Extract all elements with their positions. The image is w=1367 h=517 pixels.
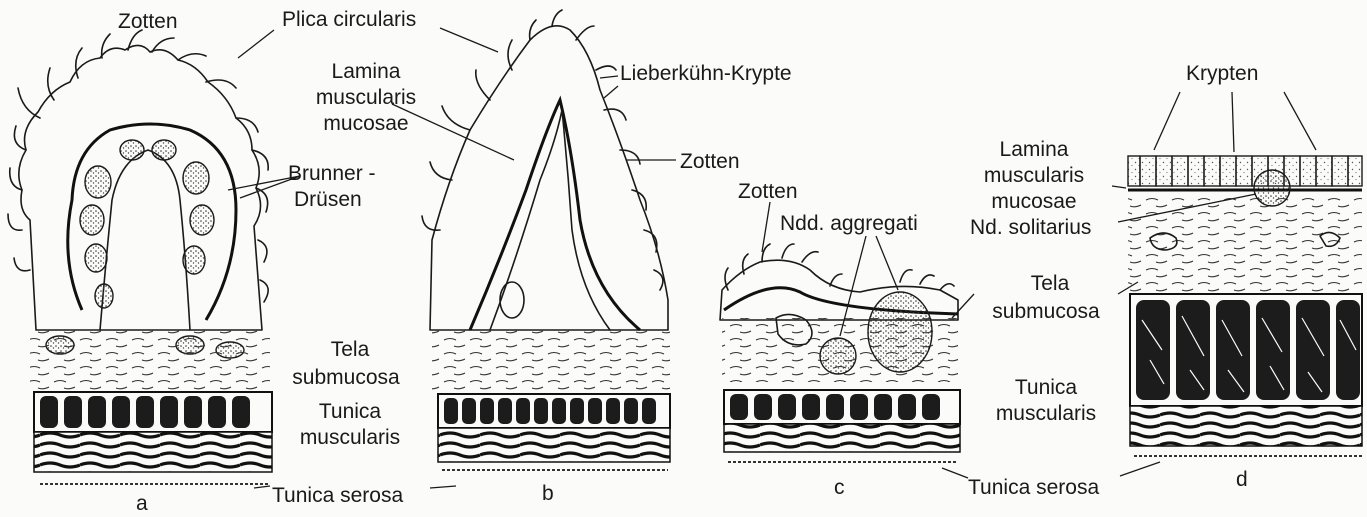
label-a-brunner-1: Brunner - xyxy=(288,162,376,185)
label-d-lamina-2: muscularis xyxy=(984,164,1084,187)
panel-c xyxy=(720,244,960,462)
panel-b-muscularis-mucosae xyxy=(470,100,640,330)
label-d-letter: d xyxy=(1236,468,1248,491)
panel-a-villi xyxy=(8,30,268,330)
label-a-tela-1: Tela xyxy=(331,338,370,361)
label-a-lamina-2: muscularis xyxy=(316,86,416,109)
label-d-tela-2: submucosa xyxy=(992,300,1100,323)
label-d-tunica-2: muscularis xyxy=(996,402,1096,425)
panel-b-submucosa xyxy=(432,330,670,392)
label-d-tunica-1: Tunica xyxy=(1015,376,1078,399)
label-c-ndd: Ndd. aggregati xyxy=(780,212,918,235)
label-a-lamina-3: mucosae xyxy=(323,112,408,135)
label-a-serosa: Tunica serosa xyxy=(272,484,403,507)
panel-b-vessel xyxy=(500,282,524,318)
label-b-krypte: Lieberkühn-Krypte xyxy=(620,62,792,85)
label-c-letter: c xyxy=(834,476,845,499)
label-d-krypten: Krypten xyxy=(1186,62,1258,85)
label-a-letter: a xyxy=(136,492,148,515)
label-a-tunica-2: muscularis xyxy=(300,426,400,449)
panel-d-muscularis xyxy=(1130,294,1362,446)
label-c-serosa: Tunica serosa xyxy=(968,476,1099,499)
labels: Zotten Plica circularis Lamina musculari… xyxy=(118,8,1258,515)
panel-a xyxy=(8,30,272,484)
panel-d-crypts xyxy=(1128,156,1362,186)
panel-b-core xyxy=(490,110,610,330)
panel-d-lymph-nodule xyxy=(1254,170,1290,206)
label-d-lamina-3: mucosae xyxy=(991,190,1076,213)
label-a-plica: Plica circularis xyxy=(282,8,416,31)
label-a-lamina-1: Lamina xyxy=(332,60,401,83)
label-a-zotten: Zotten xyxy=(118,10,178,33)
panel-a-submucosa xyxy=(30,328,270,390)
panel-c-muscularis xyxy=(724,390,960,452)
panel-a-muscularis xyxy=(34,392,272,472)
label-d-tela-1: Tela xyxy=(1031,272,1070,295)
panel-d-submucosa xyxy=(1128,194,1362,292)
label-c-zotten: Zotten xyxy=(738,180,798,203)
label-b-zotten: Zotten xyxy=(680,150,740,173)
label-a-tunica-1: Tunica xyxy=(319,400,382,423)
panel-c-lymph-nodule-small xyxy=(820,338,856,374)
panel-a-core xyxy=(100,150,190,330)
label-a-tela-2: submucosa xyxy=(292,366,400,389)
label-d-lamina-1: Lamina xyxy=(1000,138,1069,161)
label-a-brunner-2: Drüsen xyxy=(294,188,362,211)
label-d-nd: Nd. solitarius xyxy=(970,216,1091,239)
panel-c-lymph-nodule-large xyxy=(868,292,932,372)
panel-b-muscularis xyxy=(438,394,670,462)
label-b-letter: b xyxy=(542,482,554,505)
panel-d xyxy=(1128,156,1362,456)
